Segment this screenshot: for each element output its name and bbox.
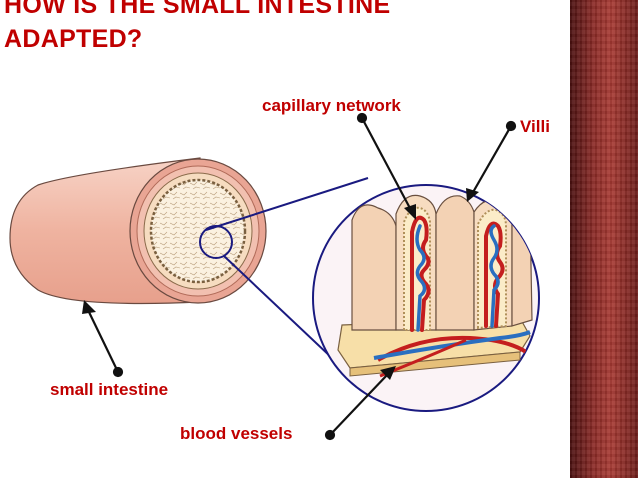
villi-arrow <box>471 125 512 195</box>
small-intestine-arrow <box>87 309 119 373</box>
capillary-network-label: capillary network <box>262 96 401 115</box>
small-intestine-label: small intestine <box>50 380 169 399</box>
intestine-diagram <box>9 112 540 441</box>
slide-title: HOW IS THE SMALL INTESTINE ADAPTED? <box>4 0 564 56</box>
intestine-tube <box>9 157 267 305</box>
title-line-2: ADAPTED? <box>4 25 143 53</box>
capillary-network-arrow <box>361 117 413 213</box>
blood-vessels-arrow <box>329 373 389 436</box>
decorative-sidebar <box>570 0 638 478</box>
zoom-connector-top <box>205 177 369 231</box>
villi-label: Villi <box>520 117 550 136</box>
title-line-1: HOW IS THE SMALL INTESTINE <box>4 0 391 19</box>
blood-vessels-label: blood vessels <box>180 424 293 443</box>
villi-cross-section <box>337 194 533 378</box>
